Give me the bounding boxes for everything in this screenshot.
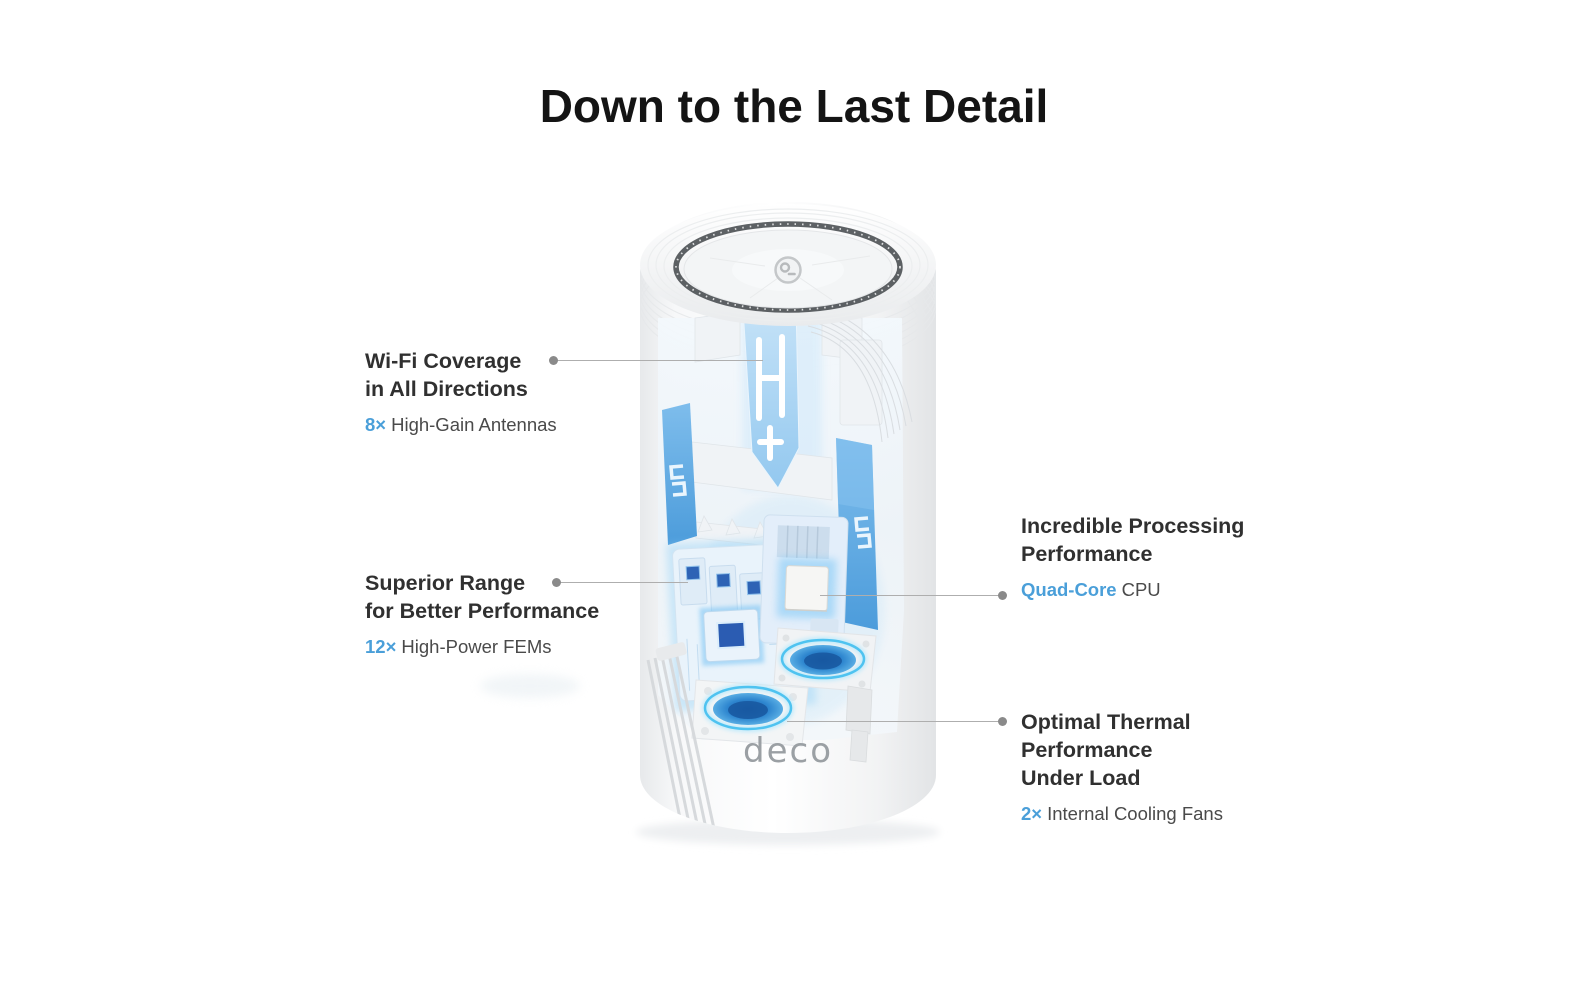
leader-line-cpu xyxy=(820,591,1007,600)
callout-heading-line: Under Load xyxy=(1021,766,1141,790)
stat-label: Internal Cooling Fans xyxy=(1047,803,1223,824)
stat-value: 12× xyxy=(365,636,397,657)
stat-label: CPU xyxy=(1121,579,1161,600)
callout-heading-line: Incredible Processing xyxy=(1021,514,1245,538)
deco-logo: deco xyxy=(743,731,833,771)
mount-clip xyxy=(845,685,873,763)
tp-link-logo xyxy=(774,256,802,284)
antenna-left xyxy=(662,403,697,545)
callout-heading-line: Performance xyxy=(1021,542,1153,566)
fan-lower xyxy=(691,679,809,747)
callout-heading-line: in All Directions xyxy=(365,377,528,401)
device-illustration: deco xyxy=(636,202,940,845)
leader-dot xyxy=(998,717,1007,726)
faint-shadow xyxy=(480,674,580,698)
callout-superior-range: Superior Range for Better Performance 12… xyxy=(365,569,599,659)
top-cap xyxy=(640,204,936,326)
callout-processing-performance: Incredible Processing Performance Quad-C… xyxy=(1021,512,1244,602)
stat-label: High-Power FEMs xyxy=(401,636,552,657)
leader-line-cooling xyxy=(787,717,1007,726)
antenna-right xyxy=(836,438,878,630)
fan-upper xyxy=(773,627,877,693)
cpu-board xyxy=(759,514,849,646)
stat-value: Quad-Core xyxy=(1021,579,1117,600)
cpu-chip xyxy=(784,565,829,612)
leader-line-superior-range xyxy=(552,578,688,587)
callout-wifi-coverage: Wi-Fi Coverage in All Directions 8×High-… xyxy=(365,347,557,437)
antenna-center xyxy=(742,301,800,489)
cable-bracket xyxy=(655,642,687,661)
leader-dot xyxy=(552,578,561,587)
leader-line-wifi-coverage xyxy=(549,356,763,365)
leader-dot xyxy=(549,356,558,365)
callout-thermal-performance: Optimal Thermal Performance Under Load 2… xyxy=(1021,708,1223,826)
stat-value: 8× xyxy=(365,414,387,435)
callout-heading-line: Superior Range xyxy=(365,571,526,595)
cables xyxy=(646,651,718,833)
stat-label: High-Gain Antennas xyxy=(391,414,557,435)
leader-dot xyxy=(998,591,1007,600)
callout-heading-line: for Better Performance xyxy=(365,599,600,623)
callout-heading-line: Optimal Thermal xyxy=(1021,710,1191,734)
stat-value: 2× xyxy=(1021,803,1043,824)
callout-heading-line: Wi-Fi Coverage xyxy=(365,349,522,373)
page-title: Down to the Last Detail xyxy=(539,79,1049,132)
callout-heading-line: Performance xyxy=(1021,738,1153,762)
